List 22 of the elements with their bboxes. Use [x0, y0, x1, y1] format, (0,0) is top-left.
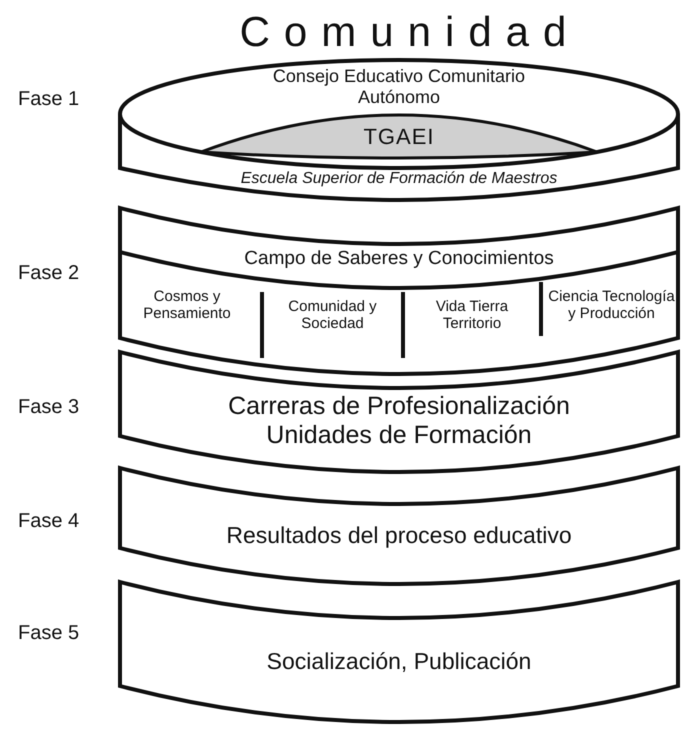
- cell-label: Comunidad y Sociedad: [287, 298, 378, 332]
- cylinder-band: [118, 582, 680, 722]
- cell-label: Ciencia Tecnología y Producción: [547, 288, 676, 322]
- band-label: Resultados del proceso educativo: [226, 522, 572, 548]
- phase-label: Fase 3: [18, 396, 80, 419]
- band-label: Socialización, Publicación: [266, 648, 532, 674]
- band-label: Carreras de Profesionalización: [228, 392, 570, 421]
- diagram-title: Comunidad: [238, 8, 582, 56]
- cell-label: Cosmos y Pensamiento: [142, 288, 232, 322]
- box-label: TGAEI: [362, 124, 436, 150]
- phase-label: Fase 4: [18, 510, 80, 533]
- phase-label: Fase 2: [18, 262, 80, 285]
- block-heading: Consejo Educativo Comunitario Autónomo: [272, 66, 526, 108]
- cell-label: Vida Tierra Territorio: [434, 298, 510, 332]
- band-label: Unidades de Formación: [266, 421, 532, 450]
- phase-label: Fase 1: [18, 88, 80, 111]
- phase-label: Fase 5: [18, 622, 80, 645]
- cylinder-band: [118, 468, 680, 584]
- cylinder-band: [118, 208, 680, 374]
- band-label: Escuela Superior de Formación de Maestros: [240, 170, 558, 188]
- cylinder-band: [118, 352, 680, 472]
- band-heading: Campo de Saberes y Conocimientos: [243, 248, 555, 270]
